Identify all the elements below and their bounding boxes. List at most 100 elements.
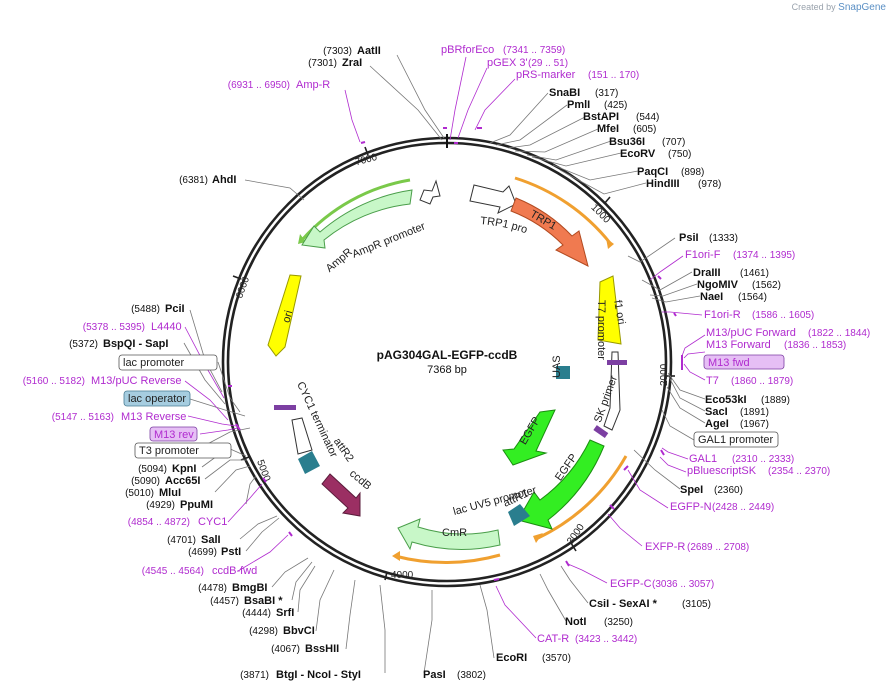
- enzyme-paqci[interactable]: PaqCI: [637, 166, 668, 178]
- primer-pgex3[interactable]: pGEX 3': [487, 57, 528, 69]
- m13-rev-box[interactable]: [149, 426, 198, 442]
- enzyme-eco53ki[interactable]: Eco53kI: [705, 394, 747, 406]
- enzyme-psii[interactable]: PsiI: [679, 232, 699, 244]
- lac-promoter-box[interactable]: [118, 354, 218, 371]
- enzyme-bstapi[interactable]: BstAPI: [583, 111, 619, 123]
- primer-range-ccdb-fwd: (4545 .. 4564): [142, 566, 204, 577]
- enzyme-bbvci[interactable]: BbvCI: [283, 625, 315, 637]
- enzyme-acc65i[interactable]: Acc65I: [165, 475, 200, 487]
- egfp-inner-arrow[interactable]: [502, 409, 556, 466]
- primer-range-prs-marker: (151 .. 170): [588, 70, 639, 81]
- enzyme-pos-ngomiv: (1562): [752, 280, 781, 291]
- primer-cyc1[interactable]: CYC1: [198, 516, 227, 528]
- enzyme-hindiii[interactable]: HindIII: [646, 178, 680, 190]
- primer-f1ori-f[interactable]: F1ori-F: [685, 249, 721, 261]
- ori-arrow[interactable]: [267, 274, 302, 357]
- attr1-arrow[interactable]: [508, 504, 530, 526]
- t3-promoter-box[interactable]: [134, 442, 232, 459]
- enzyme-bsu36i[interactable]: Bsu36I: [609, 136, 645, 148]
- enzyme-bsshii[interactable]: BssHII: [305, 643, 339, 655]
- primer-pbluescriptsk[interactable]: pBluescriptSK: [687, 465, 757, 477]
- plasmid-length: 7368 bp: [427, 364, 467, 376]
- primer-f1ori-r[interactable]: F1ori-R: [704, 309, 741, 321]
- leader-snabi: [489, 92, 549, 144]
- leader-m13-reverse: [187, 415, 237, 427]
- enzyme-ecorv[interactable]: EcoRV: [620, 148, 656, 160]
- primer-exfp-r[interactable]: EXFP-R: [645, 541, 685, 553]
- ampr-arrow[interactable]: [301, 189, 413, 249]
- leader-sali: [239, 515, 278, 540]
- enzyme-pcii[interactable]: PciI: [165, 303, 185, 315]
- cmr-arrow[interactable]: [397, 518, 501, 551]
- primer-m13-puc-reverse[interactable]: M13/pUC Reverse: [91, 375, 181, 387]
- enzyme-ahdi[interactable]: AhdI: [212, 174, 236, 186]
- enzyme-zrai[interactable]: ZraI: [342, 57, 362, 69]
- enzyme-btgi-ncoi-styi[interactable]: BtgI - NcoI - StyI: [276, 669, 361, 681]
- attr2-arrow[interactable]: [298, 451, 320, 474]
- enzyme-ngomiv[interactable]: NgoMIV: [697, 279, 739, 291]
- enzyme-noti[interactable]: NotI: [565, 616, 586, 628]
- primer-egfp-n[interactable]: EGFP-N: [670, 501, 712, 513]
- enzyme-srfi[interactable]: SrfI: [276, 607, 294, 619]
- leader-srfi: [297, 565, 316, 613]
- trp1-gene-arrow[interactable]: [510, 197, 589, 267]
- enzyme-pasi[interactable]: PasI: [423, 669, 446, 681]
- ampr-promoter-arrow[interactable]: [419, 179, 441, 205]
- enzyme-draiii[interactable]: DraIII: [693, 267, 721, 279]
- t7-promoter-arrow[interactable]: [603, 351, 621, 431]
- enzyme-agei[interactable]: AgeI: [705, 418, 729, 430]
- cyc1-terminator-box[interactable]: [291, 417, 313, 455]
- enzyme-csii-sexai[interactable]: CsiI - SexAI *: [589, 598, 658, 610]
- enzyme-sali[interactable]: SalI: [201, 534, 221, 546]
- enzyme-ppumi[interactable]: PpuMI: [180, 499, 213, 511]
- enzyme-kpni[interactable]: KpnI: [172, 463, 196, 475]
- primer-egfp-c[interactable]: EGFP-C: [610, 578, 652, 590]
- lac-operator-box[interactable]: [123, 390, 191, 407]
- leader-pbluescriptsk: [659, 456, 687, 473]
- enzyme-saci[interactable]: SacI: [705, 406, 728, 418]
- enzyme-snabi[interactable]: SnaBI: [549, 87, 580, 99]
- egfp-outer-arrow[interactable]: [517, 439, 605, 530]
- primer-pbrforeco[interactable]: pBRforEco: [441, 44, 494, 56]
- enzyme-mfei[interactable]: MfeI: [597, 123, 619, 135]
- tick-label-6000: 6000: [234, 275, 252, 300]
- primer-site-ticks: [228, 127, 683, 581]
- enzyme-psti[interactable]: PstI: [221, 546, 241, 558]
- primer-ccdb-fwd[interactable]: ccdB-fwd: [212, 565, 257, 577]
- m13-fwd-box[interactable]: [703, 354, 785, 370]
- primer-cat-r[interactable]: CAT-R: [537, 633, 569, 645]
- leader-amp-r: [344, 89, 361, 143]
- enzyme-pmli[interactable]: PmlI: [567, 99, 590, 111]
- leader-bbvci: [315, 569, 335, 632]
- primer-range-t7: (1860 .. 1879): [731, 376, 793, 387]
- primer-t7[interactable]: T7: [706, 375, 719, 387]
- enzyme-bsabi[interactable]: BsaBI *: [244, 595, 283, 607]
- primer-range-m13-reverse: (5147 .. 5163): [52, 412, 114, 423]
- enzyme-bmgbi[interactable]: BmgBI: [232, 582, 267, 594]
- primer-m13-puc-forward[interactable]: M13/pUC Forward: [706, 327, 796, 339]
- gal1-promoter-box[interactable]: [693, 431, 779, 448]
- leader-paqci: [552, 164, 639, 181]
- uas-box[interactable]: [556, 366, 570, 379]
- enzyme-spei[interactable]: SpeI: [680, 484, 703, 496]
- enzyme-mlui[interactable]: MluI: [159, 487, 181, 499]
- primer-m13-rev[interactable]: M13 rev: [154, 429, 194, 441]
- primer-gal1[interactable]: GAL1: [689, 453, 717, 465]
- primer-amp-r[interactable]: Amp-R: [296, 79, 330, 91]
- trp1-promoter-arrow[interactable]: [469, 184, 517, 214]
- primer-prs-marker[interactable]: pRS-marker: [516, 69, 576, 81]
- primer-l4440[interactable]: L4440: [151, 321, 182, 333]
- enzyme-naei[interactable]: NaeI: [700, 291, 723, 303]
- enzyme-pos-ahdi: (6381): [179, 175, 208, 186]
- primer-m13-forward[interactable]: M13 Forward: [706, 339, 771, 351]
- enzyme-aatii[interactable]: AatII: [357, 45, 381, 57]
- enzyme-ecori[interactable]: EcoRI: [496, 652, 527, 664]
- primer-range-f1ori-r: (1586 .. 1605): [752, 310, 814, 321]
- enzyme-pos-kpni: (5094): [138, 464, 167, 475]
- primer-m13-reverse[interactable]: M13 Reverse: [121, 411, 186, 423]
- f1-ori-arrow[interactable]: [597, 275, 622, 345]
- primer-m13-fwd[interactable]: M13 fwd: [708, 357, 750, 369]
- ccdb-arrow[interactable]: [321, 473, 361, 517]
- enzyme-bspqi-sapi[interactable]: BspQI - SapI: [103, 338, 168, 350]
